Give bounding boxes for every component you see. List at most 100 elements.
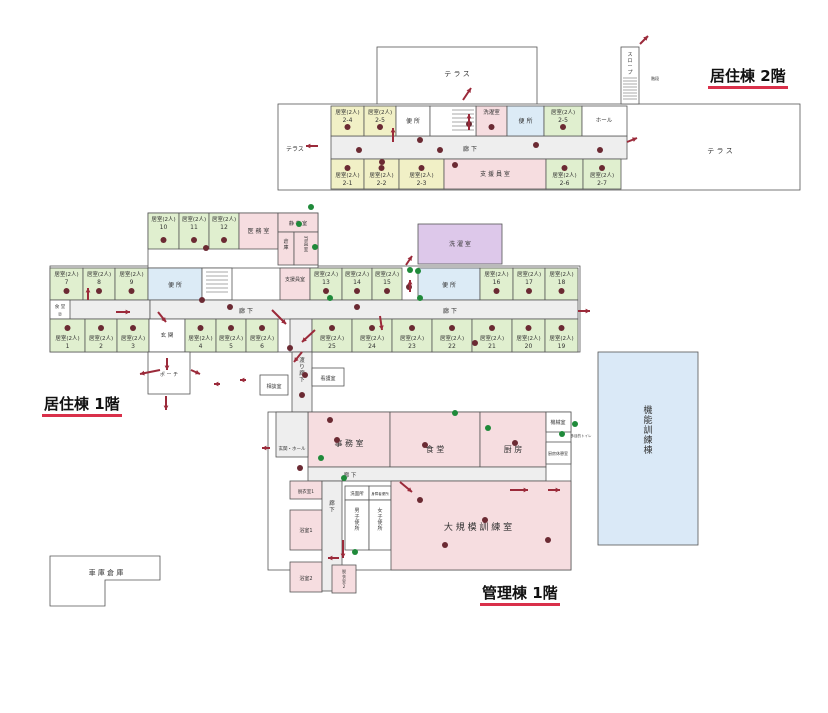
bath-1-label: 浴室1: [299, 527, 312, 534]
room-2-4-number: 2-4: [343, 117, 353, 124]
room: [544, 318, 579, 353]
room: [330, 105, 365, 137]
room-13-label: 居室(2人): [314, 270, 338, 278]
room-7-label: 居室(2人): [54, 270, 78, 278]
room: [309, 267, 343, 301]
room-2-2-label: 居室(2人): [369, 171, 393, 179]
room-marker: [203, 245, 209, 251]
room: [363, 105, 397, 137]
room-marker: [417, 497, 423, 503]
room-21-label: 居室(2人): [480, 334, 504, 342]
room-marker: [98, 325, 104, 331]
room-marker: [378, 165, 385, 171]
room: [543, 105, 583, 137]
room-marker: [377, 124, 383, 130]
room: [184, 318, 217, 353]
gym-building: 機能訓練棟: [597, 351, 699, 546]
room: [475, 105, 508, 137]
room: [49, 267, 84, 301]
room-marker: [599, 165, 605, 171]
room-19-label: 居室(2人): [549, 334, 573, 342]
evacuation-arrowhead: [379, 325, 384, 330]
room-marker: [482, 517, 488, 523]
room-1-label: 居室(2人): [55, 334, 79, 342]
exit-marker: [572, 421, 578, 427]
room-staff-1f-label: 支援員室: [285, 276, 305, 283]
side-note-label: 多目的トイレ: [571, 433, 592, 438]
office-label: 事 務 室: [334, 438, 363, 448]
exit-marker: [485, 425, 491, 431]
training-room: [390, 480, 572, 571]
room-marker: [227, 304, 233, 310]
room-dining-2-number: ②: [58, 312, 63, 318]
room-24-label: 居室(2人): [360, 334, 384, 342]
toilet-right: [417, 267, 481, 301]
hall-label: ホール: [596, 117, 613, 124]
room-marker: [452, 162, 458, 168]
entrance: [148, 318, 186, 353]
porch-label: ポ ー チ: [160, 371, 178, 378]
room: [84, 318, 118, 353]
evacuation-arrowhead: [523, 487, 528, 493]
exit-marker: [327, 295, 333, 301]
room-10-number: 10: [160, 224, 168, 231]
exit-marker: [415, 268, 421, 274]
room-8-number: 8: [97, 279, 101, 286]
admin-vertical-corridor-label: 廊下: [329, 499, 335, 514]
room-marker: [533, 142, 539, 148]
room: [245, 318, 279, 353]
room-marker: [287, 345, 293, 351]
room-24-number: 24: [368, 343, 376, 350]
evacuation-arrowhead: [125, 309, 130, 315]
room-2-3-label: 居室(2人): [409, 171, 433, 179]
corridor-right-segment: [149, 299, 579, 320]
room-2-1-label: 居室(2人): [335, 171, 359, 179]
washroom-label: 洗面所: [350, 490, 364, 497]
machine-label: 機械室: [550, 419, 565, 426]
room-10-label: 居室(2人): [151, 215, 175, 223]
room: [506, 105, 545, 137]
toilet-right-label: 便 所: [442, 281, 456, 289]
room-marker: [329, 325, 335, 331]
evacuation-arrowhead: [161, 317, 166, 322]
room-2-1-number: 2-1: [343, 180, 353, 187]
room-marker: [327, 417, 333, 423]
exit-marker: [352, 549, 358, 555]
exit-marker: [341, 475, 347, 481]
room-marker: [128, 288, 135, 294]
kitchen-rest: [545, 441, 572, 465]
room-14-label: 居室(2人): [345, 270, 369, 278]
room: [511, 318, 546, 353]
watari-label: 渡り廊下: [299, 356, 305, 384]
dining: [389, 411, 481, 468]
room: [512, 267, 546, 301]
room-16-number: 16: [493, 279, 501, 286]
room-4-number: 4: [199, 343, 203, 350]
room-3-number: 3: [131, 343, 135, 350]
markers-layer: [63, 35, 649, 561]
evacuation-arrowhead: [214, 381, 219, 387]
room-marker: [197, 325, 204, 331]
room-marker: [302, 372, 308, 378]
room-marker: [417, 137, 423, 143]
room-marker: [356, 147, 362, 153]
room: [443, 158, 547, 190]
room: [215, 318, 247, 353]
entrance-label: 玄 関: [161, 331, 174, 339]
stairs-label: 階段: [651, 75, 659, 81]
evacuation-arrowhead: [643, 36, 648, 41]
room-marker: [449, 325, 455, 331]
room-staff-1f: [279, 267, 311, 301]
room-marker: [422, 442, 428, 448]
room-2-number: 2: [99, 343, 103, 350]
room: [545, 158, 584, 190]
counsel-room: [259, 374, 289, 396]
room-marker: [299, 392, 305, 398]
room-marker: [354, 304, 360, 310]
nurse-label: 看護室: [320, 375, 335, 382]
garage-building: 車 庫 倉 庫: [49, 555, 161, 607]
evacuation-arrowhead: [281, 319, 286, 324]
room-12-number: 12: [220, 224, 228, 231]
